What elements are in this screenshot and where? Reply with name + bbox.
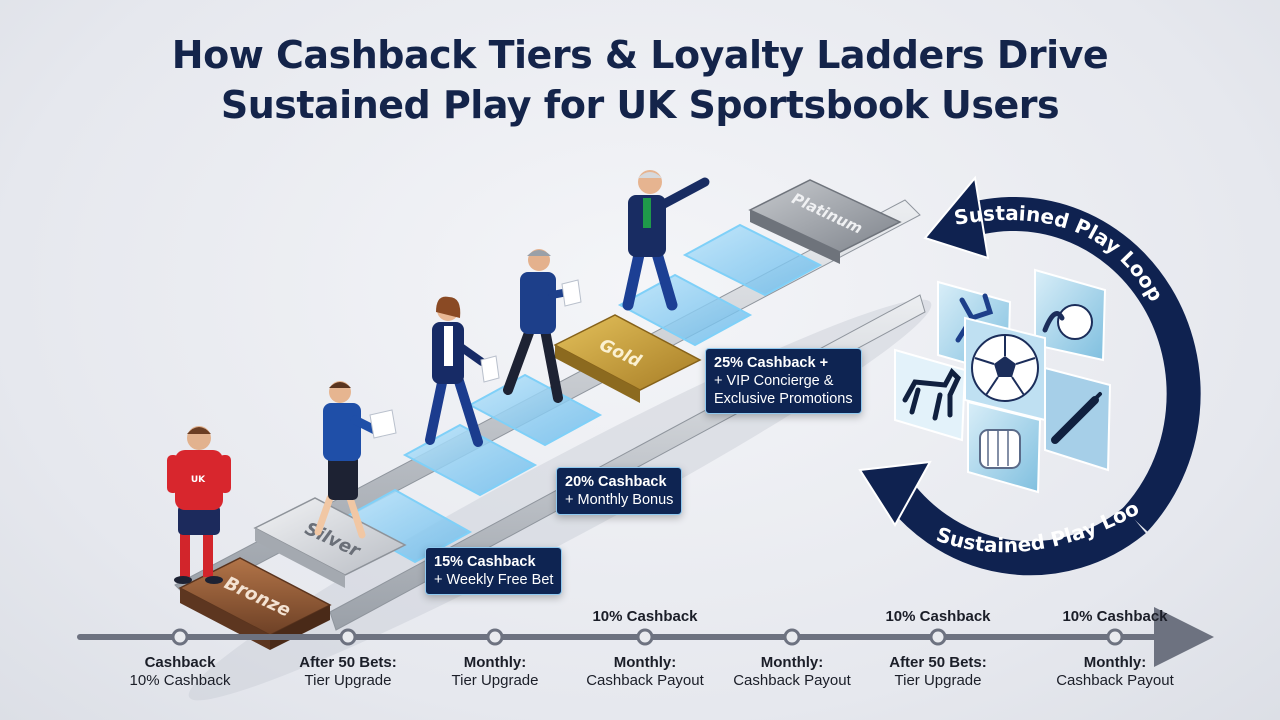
timeline-label-detail: Cashback Payout xyxy=(733,672,851,689)
football-kick-icon xyxy=(1034,268,1107,362)
gold-tier-callout: 20% Cashback + Monthly Bonus xyxy=(556,467,683,515)
timeline-node xyxy=(783,628,801,646)
loop-bottom-arrowhead xyxy=(858,460,932,527)
silver-step: Silver xyxy=(253,497,407,588)
timeline-top-label: 10% Cashback xyxy=(592,608,698,625)
timeline-label-heading: Monthly: xyxy=(1083,654,1147,671)
page-title-line-1: How Cashback Tiers & Loyalty Ladders Dri… xyxy=(171,33,1109,77)
cricket-gloves-icon xyxy=(967,400,1042,494)
timeline-label: Monthly: Cashback Payout xyxy=(1040,654,1190,690)
gold-callout-main: 20% Cashback xyxy=(565,474,667,490)
platinum-tier-callout: 25% Cashback + + VIP Concierge & Exclusi… xyxy=(705,348,862,414)
timeline-node xyxy=(339,628,357,646)
top-bettor-figure xyxy=(622,170,710,311)
silver-callout-sub: + Weekly Free Bet xyxy=(434,572,554,588)
timeline-label-detail: 10% Cashback xyxy=(129,672,231,689)
timeline-label: Monthly: Cashback Payout xyxy=(717,654,867,690)
ladder-glass-rungs xyxy=(337,223,823,564)
timeline-label-detail: Tier Upgrade xyxy=(894,672,982,689)
gold-step: Gold xyxy=(553,314,702,403)
timeline-node xyxy=(636,628,654,646)
silver-tier-callout: 15% Cashback + Weekly Free Bet xyxy=(425,547,563,595)
timeline-top-label: 10% Cashback xyxy=(1062,608,1168,625)
gold-callout-sub: + Monthly Bonus xyxy=(565,492,674,508)
shirt-text: UK xyxy=(191,475,206,485)
platinum-callout-main: 25% Cashback + xyxy=(714,355,829,371)
bettor-figure-1 xyxy=(314,381,397,539)
horse-racing-icon xyxy=(894,348,967,442)
bettor-figure-2 xyxy=(425,296,500,447)
bettor-figure-3 xyxy=(503,249,582,403)
timeline-label-heading: Monthly: xyxy=(760,654,824,671)
timeline-label-heading: After 50 Bets: xyxy=(889,654,987,671)
timeline-node xyxy=(929,628,947,646)
platinum-callout-sub-2: Exclusive Promotions xyxy=(714,391,853,407)
football-icon xyxy=(964,316,1046,422)
cricket-bat-icon xyxy=(1044,366,1112,472)
timeline-label-heading: Monthly: xyxy=(613,654,677,671)
timeline xyxy=(77,607,1214,667)
timeline-node xyxy=(1106,628,1124,646)
timeline-top-label: 10% Cashback xyxy=(885,608,991,625)
timeline-label-heading: After 50 Bets: xyxy=(299,654,397,671)
page-title: How Cashback Tiers & Loyalty Ladders Dri… xyxy=(0,30,1280,130)
timeline-label: After 50 Bets: Tier Upgrade xyxy=(863,654,1013,690)
timeline-label-detail: Tier Upgrade xyxy=(451,672,539,689)
timeline-label-detail: Tier Upgrade xyxy=(304,672,392,689)
footballer-figure: UK xyxy=(167,426,231,584)
timeline-label: Monthly: Tier Upgrade xyxy=(420,654,570,690)
timeline-label: Cashback 10% Cashback xyxy=(105,654,255,690)
loop-top-arrowhead xyxy=(923,175,990,260)
timeline-label-detail: Cashback Payout xyxy=(586,672,704,689)
page-title-line-2: Sustained Play for UK Sportsbook Users xyxy=(220,83,1060,127)
silver-callout-main: 15% Cashback xyxy=(434,554,536,570)
platinum-callout-sub: + VIP Concierge & xyxy=(714,373,834,389)
timeline-label: After 50 Bets: Tier Upgrade xyxy=(273,654,423,690)
timeline-node xyxy=(171,628,189,646)
sport-cards xyxy=(894,268,1112,494)
timeline-label-heading: Monthly: xyxy=(463,654,527,671)
timeline-node xyxy=(486,628,504,646)
timeline-label-heading: Cashback xyxy=(144,654,216,671)
timeline-label: Monthly: Cashback Payout xyxy=(570,654,720,690)
timeline-label-detail: Cashback Payout xyxy=(1056,672,1174,689)
